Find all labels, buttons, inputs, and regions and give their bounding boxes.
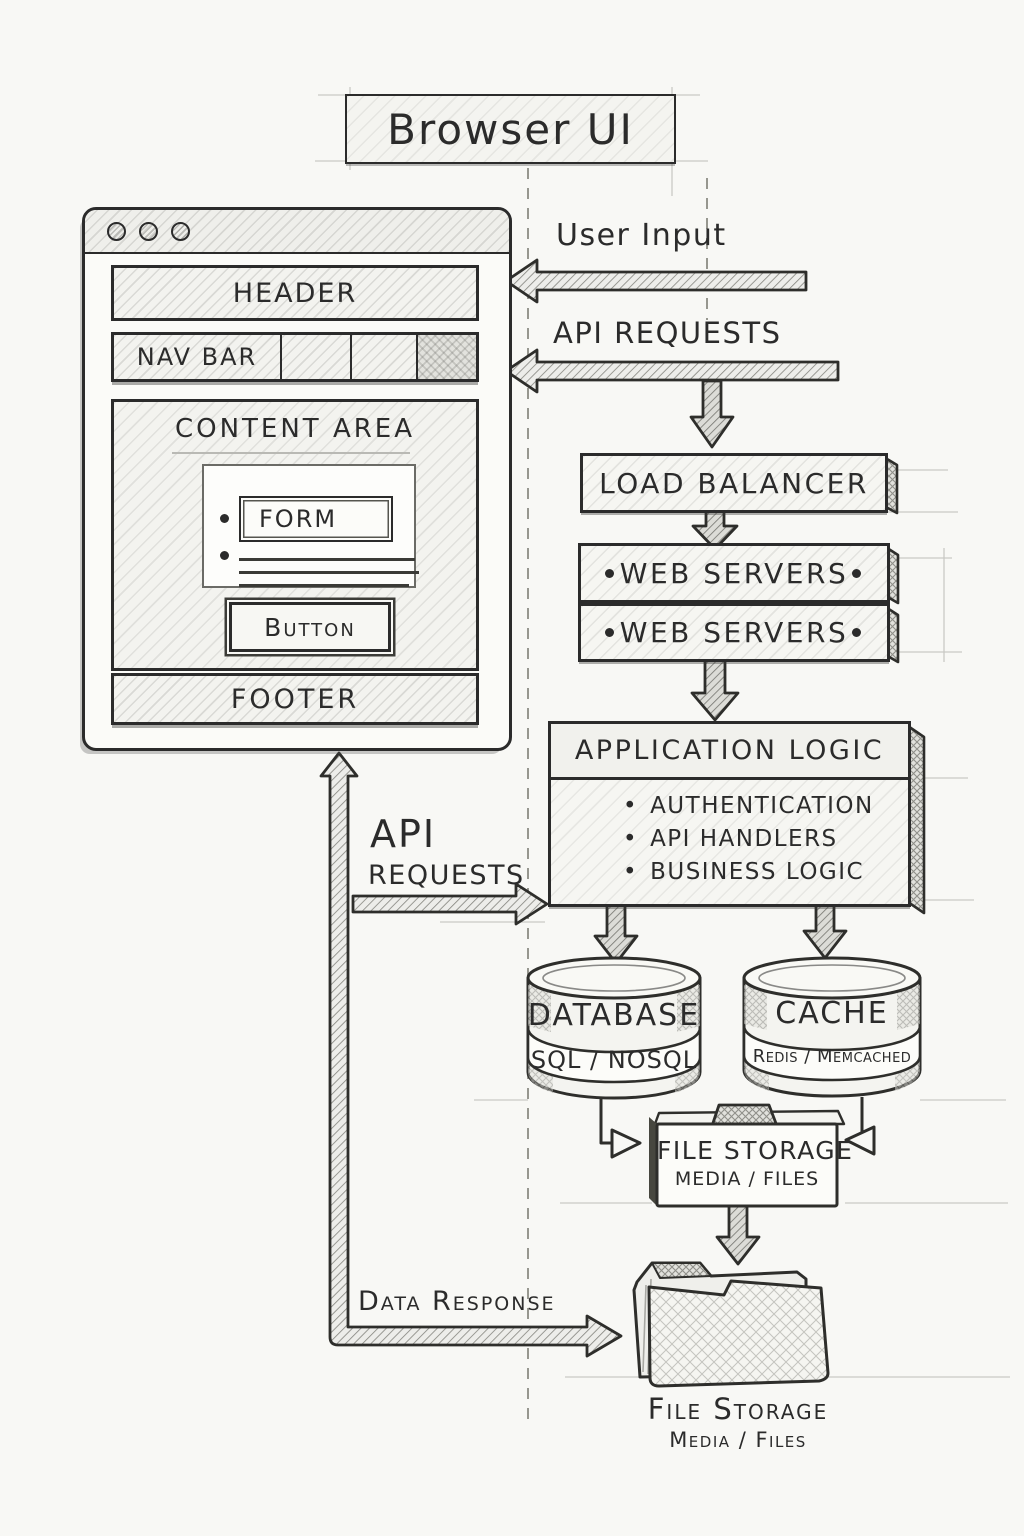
api-label: API xyxy=(370,812,437,856)
server-dot-icon xyxy=(852,568,861,578)
nav-label: NAV BAR xyxy=(136,343,258,371)
form-label: FORM xyxy=(259,505,338,533)
bullet-icon xyxy=(220,551,229,560)
nav-item-label-cell: NAV BAR xyxy=(114,335,280,379)
cache-to-filestorage-connector xyxy=(844,1097,876,1156)
browser-navbar: NAV BAR xyxy=(111,332,479,382)
app-logic-item: API HANDLERS xyxy=(623,823,908,856)
bullet-icon xyxy=(220,514,229,523)
application-logic-box: APPLICATION LOGIC AUTHENTICATION API HAN… xyxy=(548,721,911,907)
database-cylinder xyxy=(526,956,702,1100)
diagram-title: Browser UI xyxy=(387,104,634,154)
api-requests-label: API REQUESTS xyxy=(553,316,782,350)
content-area-label: CONTENT AREA xyxy=(174,414,416,444)
button-label: Button xyxy=(264,612,356,642)
application-logic-list: AUTHENTICATION API HANDLERS BUSINESS LOG… xyxy=(551,790,908,889)
diagram-title-box: Browser UI xyxy=(345,94,676,164)
load-balancer-label: LOAD BALANCER xyxy=(599,466,869,500)
folder-caption-title: File Storage xyxy=(647,1392,829,1426)
arrow-ws-to-applogic xyxy=(690,657,740,722)
window-control-dot xyxy=(107,221,126,241)
data-response-arrow xyxy=(319,751,623,1358)
browser-footer: FOOTER xyxy=(111,673,479,725)
cache-title: CACHE xyxy=(775,996,889,1031)
database-title: DATABASE xyxy=(527,998,701,1033)
window-control-dot xyxy=(171,221,190,241)
file-storage-folder xyxy=(649,1103,846,1208)
window-control-dot xyxy=(139,221,158,241)
nav-item-cell xyxy=(350,335,416,379)
web-servers-box-1: WEB SERVERS xyxy=(578,543,890,603)
folder-caption-subtitle: Media / Files xyxy=(669,1428,807,1452)
browser-header: HEADER xyxy=(111,265,479,321)
browser-window: HEADER NAV BAR CONTENT AREA FORM Button xyxy=(82,207,512,751)
application-logic-title: APPLICATION LOGIC xyxy=(551,724,908,780)
cache-subtitle: Redis / Memcached xyxy=(752,1046,912,1067)
requests-label: REQUESTS xyxy=(368,860,525,891)
cache-cylinder xyxy=(742,956,922,1098)
db-to-filestorage-connector xyxy=(599,1097,642,1159)
button-wireframe: Button xyxy=(229,602,391,652)
api-requests-arrow xyxy=(504,348,840,394)
file-storage-subtitle: MEDIA / FILES xyxy=(674,1168,820,1190)
browser-titlebar xyxy=(85,210,509,254)
browser-content-area: CONTENT AREA FORM Button xyxy=(111,399,479,671)
app-logic-item: AUTHENTICATION xyxy=(623,790,908,823)
divider xyxy=(172,452,410,454)
api-requests-right-arrow xyxy=(351,882,549,926)
database-subtitle: SQL / NOSQL xyxy=(530,1046,698,1074)
footer-label: FOOTER xyxy=(230,683,360,715)
web-servers-box-2: WEB SERVERS xyxy=(578,603,890,662)
form-field: FORM xyxy=(239,496,393,542)
web-servers-label: WEB SERVERS xyxy=(619,616,849,649)
server-dot-icon xyxy=(605,568,614,578)
data-response-label: Data Response xyxy=(358,1286,556,1317)
web-servers-label: WEB SERVERS xyxy=(619,556,849,590)
nav-item-cell xyxy=(280,335,350,379)
server-dot-icon xyxy=(852,628,861,637)
server-dot-icon xyxy=(605,628,614,637)
text-line xyxy=(239,584,409,587)
app-logic-item: BUSINESS LOGIC xyxy=(623,856,908,889)
nav-item-cell-active xyxy=(416,335,476,379)
text-line xyxy=(239,558,415,561)
arrow-applogic-to-database xyxy=(593,900,639,965)
arrow-fs-to-folder xyxy=(715,1204,761,1266)
header-label: HEADER xyxy=(232,277,358,309)
arrow-applogic-to-cache xyxy=(802,900,848,960)
text-line xyxy=(239,571,419,574)
folder-icon xyxy=(632,1261,830,1388)
user-input-arrow xyxy=(504,258,808,304)
arrow-to-load-balancer xyxy=(689,379,735,449)
load-balancer-box: LOAD BALANCER xyxy=(580,453,888,513)
user-input-label: User Input xyxy=(556,218,727,253)
file-storage-title: FILE STORAGE xyxy=(657,1136,854,1165)
